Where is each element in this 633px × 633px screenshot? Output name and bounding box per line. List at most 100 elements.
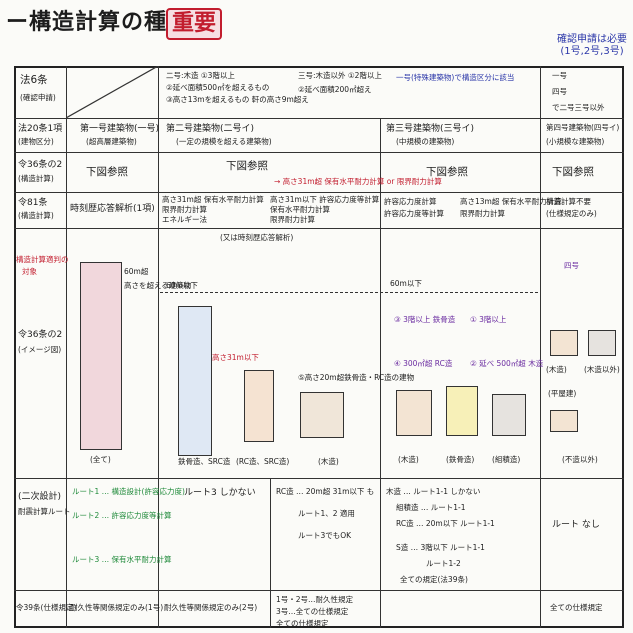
r6-c3-line6: 全ての規定(法39条) [400,575,468,584]
r6-c3-line3: RC造 … 20m以下 ルート1-1 [396,519,495,528]
row1-label: 法6条 [20,74,48,86]
r1-col2-line3: ③高さ13mを超えるもの 軒の高さ9m超え [166,95,309,104]
height-60m-line [160,292,538,293]
r5-c4-cap4: (不造以外) [562,455,598,464]
r4-c2-b3: 限界耐力計算 [270,215,315,224]
r7-c3-line3: 全ての仕様規定 [276,619,329,628]
row2-sublabel: (建物区分) [18,137,54,146]
building-c4-3 [550,410,578,432]
r5-c2-cap1: 鉄骨造、SRC造 [178,457,231,466]
row4-label: 令81条 [18,198,48,208]
r5-note: (又は時刻歴応答解析) [220,233,294,242]
r5-c3-cap3: (組積造) [492,455,521,464]
row5-label: 令36条の2 [18,330,63,340]
r6-c3-line4: S造 … 3階以下 ルート1-1 [396,543,485,552]
r2-c2-line2: (一定の規模を超える建築物) [176,137,272,146]
r1-col2-line1: 二号:木造 ①3階以上 [166,71,235,80]
r1-col5-line3: で二号三号以外 [552,103,605,112]
r7-c1: 耐久性等関係規定のみ(1号) [70,603,164,612]
row6-sublabel: 耐震計算ルート [18,507,71,516]
row5-sublabel: (イメージ図) [18,345,62,354]
row-divider [14,478,624,479]
r7-c3-line1: 1号・2号…耐久性規定 [276,595,354,604]
r6-c2-line2: ルート1、2 適用 [298,509,355,518]
r7-c2: 耐久性等関係規定のみ(2号) [164,603,258,612]
r2-c2-line1: 第二号建築物(二号イ) [166,124,255,134]
building-c2-3 [300,392,344,438]
row3-label: 令36条の2 [18,160,63,170]
r4-c2-b2: 保有水平耐力計算 [270,205,330,214]
row5-red-line1: 構造計算適判の [16,255,69,264]
r7-c3-line2: 3号…全ての仕様規定 [276,607,349,616]
r3-c1: 下図参照 [86,166,128,178]
r5-c2-cap2: (RC造、SRC造) [236,457,290,466]
r5-c3-height: 60m以下 [390,279,422,288]
col-divider [380,118,381,628]
r5-c4-tag: 四号 [564,261,579,270]
r4-c3-a2: 許容応力度等計算 [384,209,444,218]
r5-c2-height: 60m以下 [166,281,198,290]
r1-col2-line2: ②延べ面積500㎡を超えるもの [166,83,270,92]
building-c4-2 [588,330,616,356]
r4-c2-b1: 高さ31m以下 許容応力度等計算 [270,195,380,204]
header-note-line2: (1号,2号,3号) [560,46,624,57]
r6-c2-line3: ルート3でもOK [298,531,352,540]
row1-sublabel: (確認申請) [20,93,56,102]
r1-col5-line1: 一号 [552,71,567,80]
r6-c2-line1: RC造 … 20m超 31m以下 も [276,487,375,496]
r6-c0-line2: ルート2 … 許容応力度等計算 [72,511,172,520]
table-frame [14,66,624,628]
row7-label: 令39条(仕様規定) [16,603,77,612]
r2-c4-line2: (小規模な建築物) [546,137,605,146]
r1-col3-line2: ②延べ面積200㎡超え [298,85,372,94]
row-divider [14,192,624,193]
r5-c3-note4: ② 延べ 500㎡超 木造 [470,359,544,368]
r6-c0-line1: ルート1 … 構造設計(許容応力度) [72,487,185,496]
r5-c1-caption: (全て) [90,455,111,464]
r2-c1-line2: (超高層建築物) [86,137,137,146]
row3-sublabel: (構造計算) [18,174,54,183]
r3-c2-note: → 高さ31m超 保有水平耐力計算 or 限界耐力計算 [274,177,442,186]
row5-red-line2: 対象 [22,267,37,276]
r7-c4: 全ての仕様規定 [550,603,603,612]
r2-c1-line1: 第一号建築物(一号) [80,124,160,134]
row-divider [14,118,624,119]
r5-c2-red: 高さ31m以下 [212,353,259,362]
r2-c4-line1: 第四号建築物(四号イ) [546,123,620,132]
r1-col5-line2: 四号 [552,87,567,96]
r6-c0-line3: ルート3 … 保有水平耐力計算 [72,555,172,564]
col-divider [66,66,67,628]
r5-c3-note1: ③ 3階以上 鉄骨造 [394,315,456,324]
r4-c3-b2: 限界耐力計算 [460,209,505,218]
r4-c3-a1: 許容応力度計算 [384,197,437,206]
r6-c3-line5: ルート1-2 [426,559,461,568]
building-c2-2 [244,370,274,442]
r2-c3-line1: 第三号建築物(三号イ) [386,124,475,134]
r5-c2-cap3: (木造) [318,457,339,466]
tall-building-c1 [80,262,122,450]
building-c3-wood [396,390,432,436]
r5-c3-cap2: (鉄骨造) [446,455,475,464]
r5-c1-height-note: 高さを超える建築物 [124,281,192,290]
r4-c1: 時刻歴応答解析(1項) [70,204,155,214]
r4-c2-a3: エネルギー法 [162,215,207,224]
r4-c4-line2: (仕様規定のみ) [546,209,597,218]
row-divider [14,590,624,591]
row4-sublabel: (構造計算) [18,211,54,220]
r3-c4: 下図参照 [552,166,594,178]
r4-c3-b1: 高さ13m超 保有水平耐力計算 [460,197,562,206]
r6-c3-line2: 組積造 … ルート1-1 [396,503,466,512]
r2-c3-line2: (中規模の建築物) [396,137,455,146]
r3-c2: 下図参照 [226,160,268,172]
r5-c4-cap2: (木造以外) [584,365,620,374]
r5-c3-note2: ① 3階以上 [470,315,507,324]
header-diagonal [66,66,158,118]
col-divider [540,66,541,628]
building-c3-masonry [492,394,526,436]
row-divider [14,228,624,229]
r5-c4-cap3: (平屋建) [548,389,577,398]
building-c3-steel [446,386,478,436]
row6-label: (二次設計) [18,492,62,502]
r5-c3-note3: ④ 300㎡超 RC造 [394,359,453,368]
r4-c4-line1: 構造計算不要 [546,197,591,206]
